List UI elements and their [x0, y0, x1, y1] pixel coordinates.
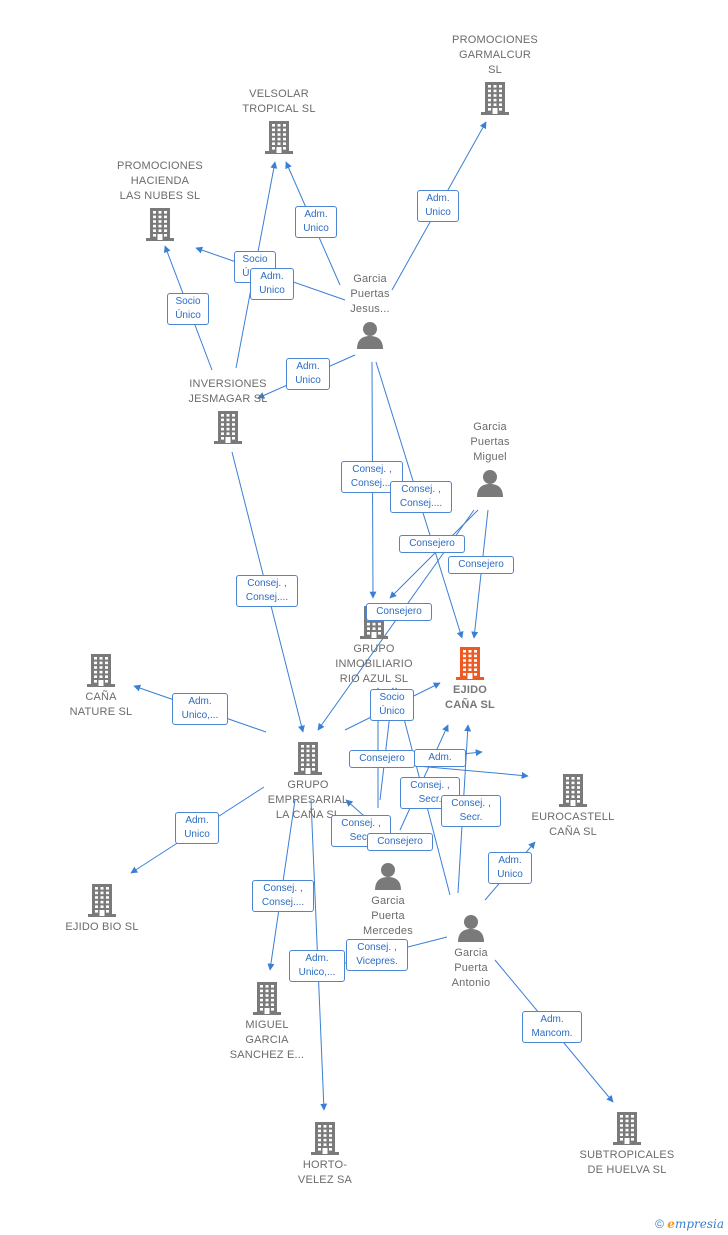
node-label: HORTO- VELEZ SA: [297, 1159, 353, 1186]
edge-label: Adm. Unico: [286, 358, 330, 390]
node-label: SUBTROPICALES DE HUELVA SL: [579, 1149, 675, 1176]
node-icon-wrap: [503, 772, 643, 808]
node-ejido-cana[interactable]: EJIDO CAÑA SL: [400, 645, 540, 713]
node-icon-wrap: [90, 206, 230, 242]
building-icon: [294, 742, 322, 775]
node-horto[interactable]: HORTO- VELEZ SA: [255, 1120, 395, 1188]
person-icon: [458, 915, 484, 942]
edge-label: Consejero: [349, 750, 415, 768]
copyright-symbol: ©: [655, 1217, 664, 1231]
node-velsolar[interactable]: VELSOLAR TROPICAL SL: [209, 87, 349, 155]
node-icon-wrap: [400, 645, 540, 681]
node-label: GRUPO EMPRESARIAL LA CAÑA SL: [267, 779, 349, 821]
building-icon: [265, 121, 293, 154]
edge-label: Socio Único: [167, 293, 209, 325]
edge-label: Adm.: [414, 749, 466, 767]
node-eurocastell[interactable]: EUROCASTELL CAÑA SL: [503, 772, 643, 840]
building-icon: [481, 82, 509, 115]
node-promociones-hacienda[interactable]: PROMOCIONES HACIENDA LAS NUBES SL: [90, 159, 230, 242]
node-label: EUROCASTELL CAÑA SL: [531, 811, 615, 838]
node-label: PROMOCIONES GARMALCUR SL: [452, 34, 538, 76]
node-icon-wrap: [197, 980, 337, 1016]
edge-label: Consejero: [448, 556, 514, 574]
node-label: Garcia Puertas Jesus...: [350, 273, 390, 315]
node-icon-wrap: [420, 467, 560, 499]
node-icon-wrap: [158, 409, 298, 445]
node-label: PROMOCIONES HACIENDA LAS NUBES SL: [117, 160, 203, 202]
edge-label: Consej. , Secr.: [441, 795, 501, 827]
node-icon-wrap: [255, 1120, 395, 1156]
edge-label: Consejero: [367, 833, 433, 851]
edge-label: Adm. Unico: [250, 268, 294, 300]
brand-logo: empresia: [667, 1217, 724, 1231]
node-icon-wrap: [238, 740, 378, 776]
node-subtropicales[interactable]: SUBTROPICALES DE HUELVA SL: [557, 1110, 697, 1178]
edge-label: Consej. , Consej....: [390, 481, 452, 513]
edge-label: Consejero: [399, 535, 465, 553]
node-garcia-antonio[interactable]: Garcia Puerta Antonio: [401, 912, 541, 991]
building-icon: [456, 647, 484, 680]
person-icon: [375, 863, 401, 890]
node-icon-wrap: [425, 80, 565, 116]
edge-label: Consej. , Consej....: [236, 575, 298, 607]
node-label: EJIDO CAÑA SL: [445, 684, 495, 711]
building-icon: [88, 884, 116, 917]
node-label: Garcia Puerta Antonio: [451, 947, 491, 989]
node-icon-wrap: [318, 860, 458, 892]
node-garcia-jesus[interactable]: Garcia Puertas Jesus...: [300, 272, 440, 351]
footer-brand: © empresia: [655, 1217, 724, 1231]
node-icon-wrap: [300, 319, 440, 351]
node-label: EJIDO BIO SL: [65, 921, 139, 933]
edge-label: Adm. Unico: [175, 812, 219, 844]
node-garcia-mercedes[interactable]: Garcia Puerta Mercedes: [318, 860, 458, 939]
node-label: CAÑA NATURE SL: [69, 691, 133, 718]
building-icon: [613, 1112, 641, 1145]
edge-label: Socio Único: [370, 689, 414, 721]
building-icon: [146, 208, 174, 241]
edge-label: Adm. Unico,...: [172, 693, 228, 725]
building-icon: [559, 774, 587, 807]
node-label: Garcia Puertas Miguel: [470, 421, 510, 463]
building-icon: [311, 1122, 339, 1155]
node-garcia-miguel[interactable]: Garcia Puertas Miguel: [420, 420, 560, 499]
person-icon: [357, 322, 383, 349]
node-ejido-bio[interactable]: EJIDO BIO SL: [32, 882, 172, 935]
node-icon-wrap: [31, 652, 171, 688]
node-promociones-garmalcur[interactable]: PROMOCIONES GARMALCUR SL: [425, 33, 565, 116]
building-icon: [214, 411, 242, 444]
node-label: MIGUEL GARCIA SANCHEZ E...: [229, 1019, 305, 1061]
person-icon: [477, 470, 503, 497]
node-label: Garcia Puerta Mercedes: [363, 895, 413, 937]
node-cana-nature[interactable]: CAÑA NATURE SL: [31, 652, 171, 720]
building-icon: [87, 654, 115, 687]
edge-label: Consej. , Consej....: [252, 880, 314, 912]
node-label: INVERSIONES JESMAGAR SL: [188, 378, 268, 405]
node-label: VELSOLAR TROPICAL SL: [242, 88, 316, 115]
node-label: GRUPO INMOBILIARIO RIO AZUL SL: [335, 643, 413, 685]
edge-label: Adm. Mancom.: [522, 1011, 582, 1043]
edge-label: Consejero: [366, 603, 432, 621]
edge-label: Consej. , Vicepres.: [346, 939, 408, 971]
relation-edge-11: [471, 509, 489, 639]
node-icon-wrap: [32, 882, 172, 918]
node-icon-wrap: [209, 119, 349, 155]
node-inversiones[interactable]: INVERSIONES JESMAGAR SL: [158, 377, 298, 445]
node-icon-wrap: [557, 1110, 697, 1146]
edge-label: Adm. Unico: [417, 190, 459, 222]
node-icon-wrap: [401, 912, 541, 944]
node-grupo-cana[interactable]: GRUPO EMPRESARIAL LA CAÑA SL: [238, 740, 378, 823]
edge-label: Adm. Unico: [488, 852, 532, 884]
node-miguel-garcia[interactable]: MIGUEL GARCIA SANCHEZ E...: [197, 980, 337, 1063]
building-icon: [253, 982, 281, 1015]
edge-label: Adm. Unico,...: [289, 950, 345, 982]
edge-label: Adm. Unico: [295, 206, 337, 238]
node-inmobiliario[interactable]: GRUPO INMOBILIARIO RIO AZUL SL: [304, 604, 444, 687]
